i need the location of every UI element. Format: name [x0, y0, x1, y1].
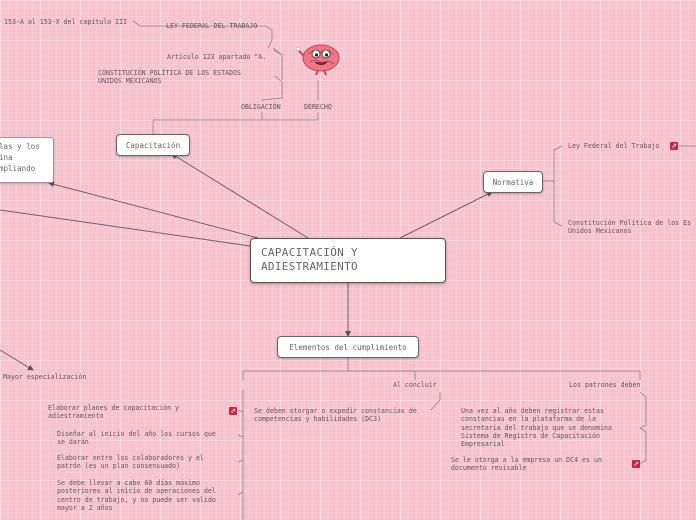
link-icon[interactable]: ⇗	[632, 460, 640, 468]
constancias-label[interactable]: Se deben otorgar o expedir constancias d…	[254, 407, 417, 424]
al-concluir-label[interactable]: Al concluir	[393, 381, 437, 389]
normativa-node[interactable]: Normativa	[483, 171, 543, 193]
link-icon[interactable]: ⇗	[229, 407, 237, 415]
brain-mascot-icon	[296, 40, 342, 76]
normativa-constitucion-label[interactable]: Constitución Política de los Es Unidos M…	[568, 219, 691, 236]
central-topic[interactable]: CAPACITACIÓN Y ADIESTRAMIENTO	[250, 238, 446, 283]
articulo-label[interactable]: Artículo 123 apartado "A.	[167, 53, 266, 61]
patrones-label[interactable]: Los patrones deben	[569, 381, 640, 389]
left-item-1[interactable]: Elaborar planes de capacitación y adiest…	[48, 404, 179, 421]
link-icon[interactable]: ⇗	[670, 142, 678, 150]
derecho-label[interactable]: DERECHO	[304, 103, 332, 111]
capitulo-label[interactable]: 153-A al 153-X del capítulo III	[4, 18, 127, 26]
left-item-4[interactable]: Se debe llevar a cabo 60 días máximo pos…	[57, 479, 216, 512]
constitucion-label[interactable]: CONSTITUCIÓN POLÍTICA DE LOS ESTADOS UNI…	[98, 69, 241, 86]
left-item-3[interactable]: Elaborar entre los colaboradores y el pa…	[57, 454, 204, 471]
mayor-especializacion-label[interactable]: Mayor especialización	[3, 373, 86, 381]
ley-federal-label[interactable]: LEY FEDERAL DEL TRABAJO	[166, 22, 257, 30]
left-item-2[interactable]: Diseñar al inicio del año los cursos que…	[57, 430, 216, 447]
una-vez-label[interactable]: Una vez al año deben registrar estas con…	[461, 407, 612, 448]
elementos-node[interactable]: Elementos del cumplimiento	[277, 336, 419, 358]
capacitacion-node[interactable]: Capacitación	[116, 134, 190, 156]
dc4-label[interactable]: Se le otorga a la empresa un DC4 es un d…	[451, 456, 602, 473]
partial-node[interactable]: las y los ina mpliando	[0, 137, 54, 183]
obligacion-label[interactable]: OBLIGACIÓN	[241, 103, 281, 111]
normativa-ley-label[interactable]: Ley Federal del Trabajo	[568, 142, 659, 150]
